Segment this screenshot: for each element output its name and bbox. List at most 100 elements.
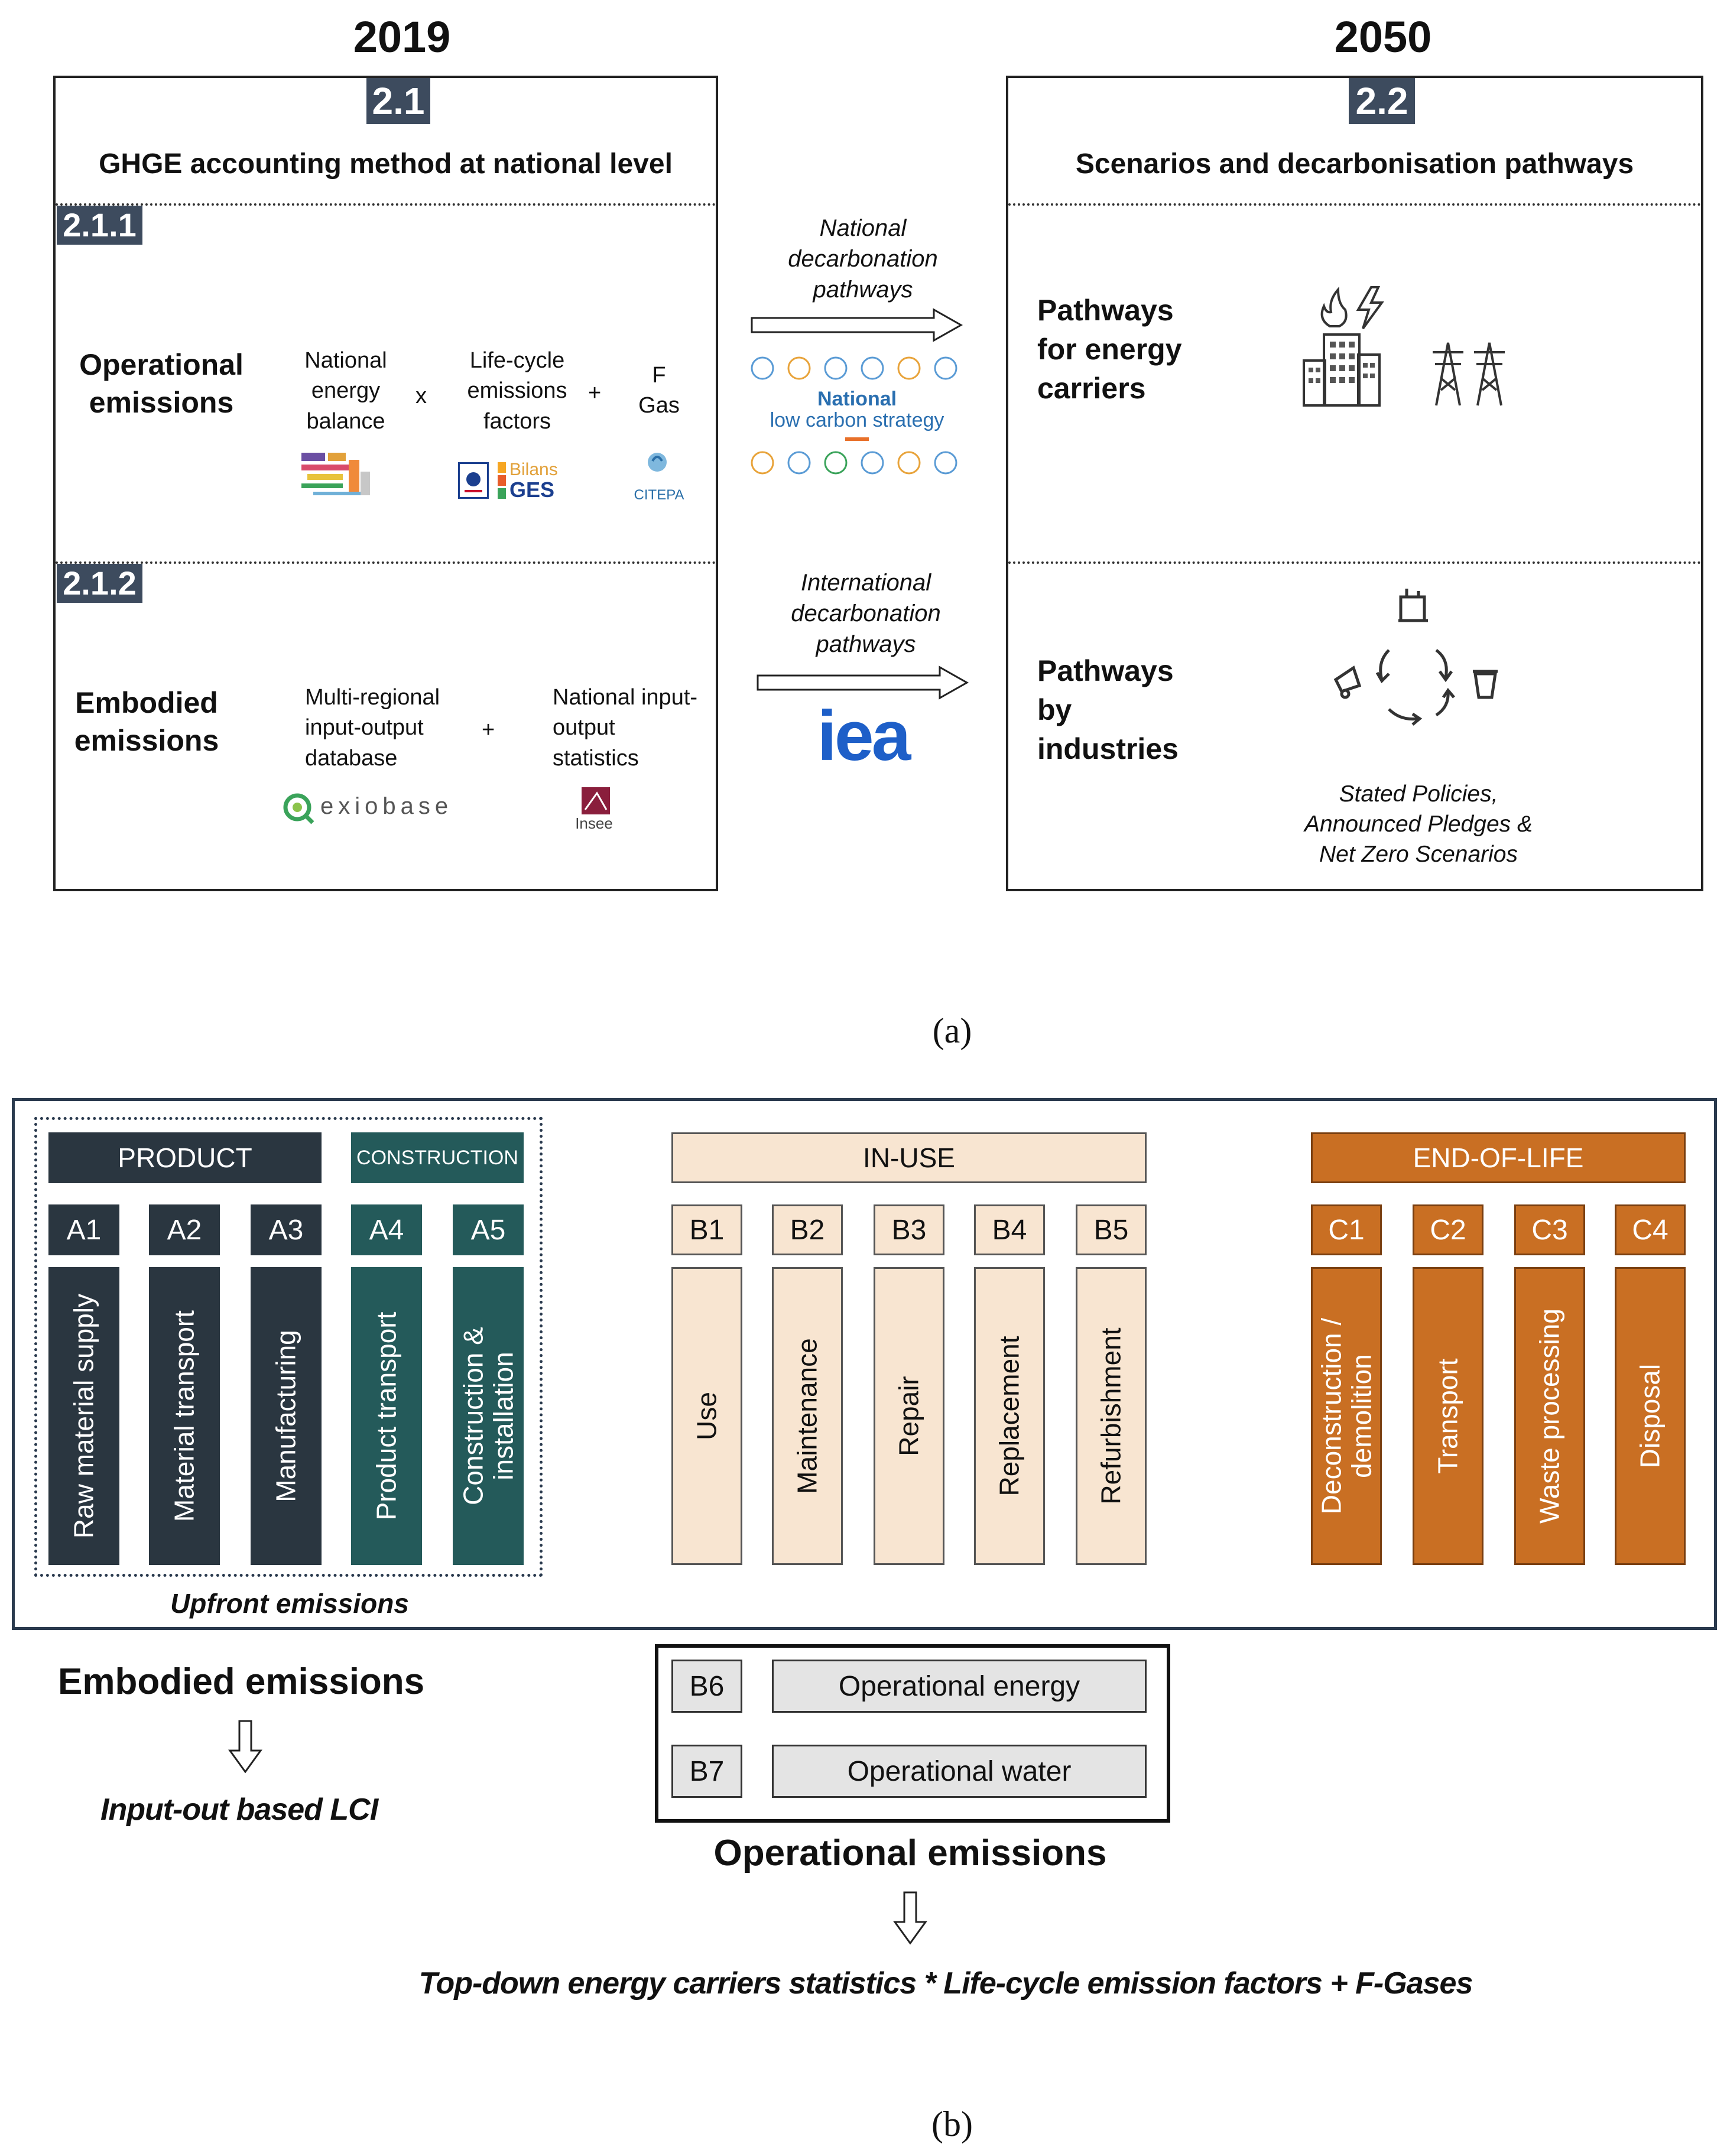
stage-code-b1: B1 <box>671 1204 742 1255</box>
stage-c4-label: Disposal <box>1634 1363 1666 1469</box>
stage-code-c2: C2 <box>1413 1204 1483 1255</box>
energy-balance-thumbnail <box>296 448 378 507</box>
stage-c2: Transport <box>1413 1267 1483 1565</box>
upfront-emissions-label: Upfront emissions <box>170 1588 409 1619</box>
right-panel-title: Scenarios and decarbonisation pathways <box>1075 148 1634 180</box>
stage-a5-label: Construction & installation <box>457 1327 518 1505</box>
snbc-underline <box>845 437 869 441</box>
stage-b1: Use <box>671 1267 742 1565</box>
building-icon <box>1300 331 1383 408</box>
snbc-icons-top <box>751 355 963 382</box>
stage-code-b6: B6 <box>671 1660 742 1713</box>
stage-b2-label: Maintenance <box>791 1338 823 1494</box>
left-divider-1 <box>56 203 716 206</box>
f-gas: F Gas <box>638 363 680 418</box>
stage-code-b4: B4 <box>974 1204 1045 1255</box>
stage-b3: Repair <box>874 1267 944 1565</box>
insee-text: Insee <box>575 814 613 832</box>
snbc-icons-bottom <box>751 449 963 476</box>
operational-method: Top-down energy carriers statistics * Li… <box>418 1966 1473 2001</box>
stage-b3-label: Repair <box>893 1376 924 1456</box>
lifecycle-frame <box>12 1098 1717 1630</box>
stage-code-c4: C4 <box>1615 1204 1686 1255</box>
insee-logo-icon <box>579 786 612 816</box>
stage-code-b7: B7 <box>671 1745 742 1798</box>
embodied-title: Embodied emissions <box>58 1661 425 1702</box>
inuse-header: IN-USE <box>671 1132 1147 1183</box>
caption-a: (a) <box>932 1011 972 1050</box>
national-pathways-label: National decarbonation pathways <box>788 215 938 303</box>
stage-b6: Operational energy <box>772 1660 1147 1713</box>
arrow-down-operational-icon <box>892 1891 928 1947</box>
eol-header: END-OF-LIFE <box>1311 1132 1686 1183</box>
caption-b: (b) <box>931 2105 973 2144</box>
ademe-logo-icon <box>458 462 489 499</box>
stage-c1-label: Deconstruction / demolition <box>1316 1317 1377 1515</box>
stage-code-a3: A3 <box>251 1204 322 1255</box>
stage-a2: Material transport <box>149 1267 220 1565</box>
operational-title: Operational emissions <box>713 1833 1107 1873</box>
upfront-dotted-frame <box>34 1117 543 1577</box>
stage-code-b3: B3 <box>874 1204 944 1255</box>
stage-code-a1: A1 <box>48 1204 119 1255</box>
citepa-text: CITEPA <box>634 487 684 503</box>
exiobase-text: exiobase <box>320 793 453 819</box>
stage-a1: Raw material supply <box>48 1267 119 1565</box>
product-header: PRODUCT <box>48 1132 322 1183</box>
national-io-statistics: National input-output statistics <box>553 685 698 771</box>
pathways-energy-carriers: Pathways for energy carriers <box>1037 294 1182 405</box>
multi-regional-database: Multi-regional input-output database <box>305 685 440 771</box>
stage-b4: Replacement <box>974 1267 1045 1565</box>
stage-a1-label: Raw material supply <box>68 1293 99 1539</box>
left-panel-title: GHGE accounting method at national level <box>99 148 673 180</box>
badge-2-2: 2.2 <box>1349 78 1415 124</box>
iea-logo: iea <box>817 696 911 775</box>
embodied-method: Input-out based LCI <box>100 1793 378 1827</box>
left-divider-2 <box>56 561 716 564</box>
op-plus-1: + <box>588 381 602 405</box>
international-pathways-label: International decarbonation pathways <box>791 570 941 657</box>
operational-emissions-label: Operational emissions <box>79 348 244 419</box>
operational-box <box>655 1644 1170 1823</box>
construction-header-text: CONSTRUCTION <box>356 1147 518 1169</box>
bilans-text: Bilans <box>509 460 558 479</box>
snbc-title-2: low carbon strategy <box>770 409 944 431</box>
stage-c3-label: Waste processing <box>1534 1308 1565 1524</box>
stage-c2-label: Transport <box>1432 1358 1463 1474</box>
stage-a5: Construction & installation <box>453 1267 524 1565</box>
stage-a3: Manufacturing <box>251 1267 322 1565</box>
stage-a4-label: Product transport <box>371 1311 402 1521</box>
power-pylon-icon <box>1430 331 1513 408</box>
ges-text: GES <box>509 478 555 502</box>
stage-a4: Product transport <box>351 1267 422 1565</box>
stage-code-a2: A2 <box>149 1204 220 1255</box>
arrow-down-embodied-icon <box>228 1720 263 1776</box>
stage-b7: Operational water <box>772 1745 1147 1798</box>
stage-code-b5: B5 <box>1076 1204 1147 1255</box>
fire-bolt-icon <box>1312 284 1395 331</box>
embodied-emissions-label: Embodied emissions <box>74 686 219 757</box>
national-energy-balance: National energy balance <box>304 348 387 434</box>
construction-header: CONSTRUCTION <box>351 1132 524 1183</box>
right-divider-2 <box>1008 561 1701 564</box>
stage-a2-label: Material transport <box>168 1310 200 1522</box>
badge-2-1: 2.1 <box>366 78 430 124</box>
bilans-ges-logo: Bilans GES <box>498 460 569 502</box>
badge-2-1-2: 2.1.2 <box>57 564 142 603</box>
stage-b1-label: Use <box>691 1392 722 1440</box>
year-2019: 2019 <box>353 12 451 61</box>
scenarios-text: Stated Policies, Announced Pledges & Net… <box>1304 781 1533 867</box>
stage-code-c3: C3 <box>1514 1204 1585 1255</box>
life-cycle-factors: Life-cycle emissions factors <box>467 348 567 434</box>
left-panel <box>53 76 718 891</box>
stage-a3-label: Manufacturing <box>270 1330 301 1502</box>
stage-c1: Deconstruction / demolition <box>1311 1267 1382 1565</box>
snbc-title-1: National <box>817 388 897 410</box>
op-plus-2: + <box>482 717 495 742</box>
stage-b2: Maintenance <box>772 1267 843 1565</box>
op-times: x <box>415 384 427 408</box>
stage-b5-label: Refurbishment <box>1095 1327 1127 1505</box>
stage-c3: Waste processing <box>1514 1267 1585 1565</box>
stage-code-b2: B2 <box>772 1204 843 1255</box>
stage-b4-label: Replacement <box>994 1336 1025 1496</box>
